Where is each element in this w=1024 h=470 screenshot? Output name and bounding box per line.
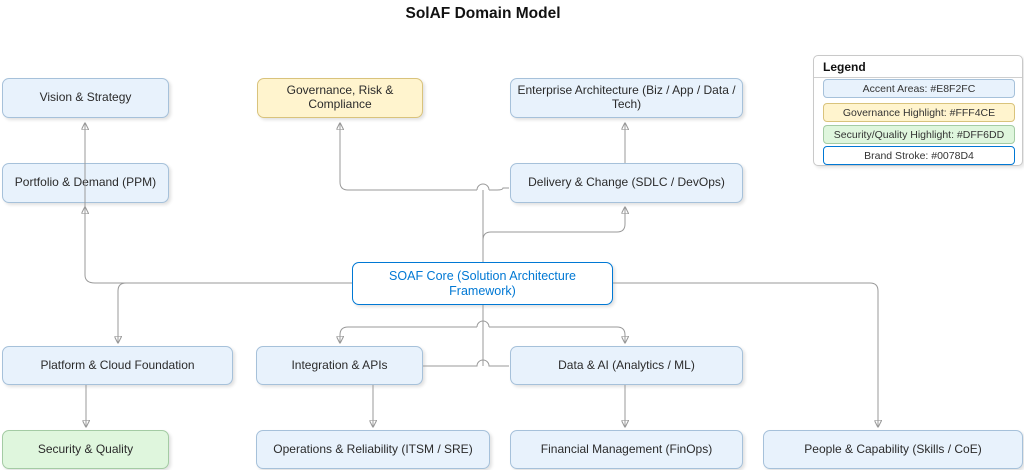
node-operations-reliability[interactable]: Operations & Reliability (ITSM / SRE)	[256, 430, 490, 469]
legend-swatch-label: Accent Areas: #E8F2FC	[862, 82, 976, 95]
node-financial-management[interactable]: Financial Management (FinOps)	[510, 430, 743, 469]
node-platform-cloud-foundation[interactable]: Platform & Cloud Foundation	[2, 346, 233, 385]
legend-swatch-governance[interactable]: Governance Highlight: #FFF4CE	[823, 103, 1015, 122]
node-label: Operations & Reliability (ITSM / SRE)	[273, 441, 473, 456]
edge-core-delivery-left	[489, 187, 509, 191]
node-label: Data & AI (Analytics / ML)	[558, 357, 695, 372]
node-label: People & Capability (Skills / CoE)	[804, 441, 982, 456]
node-security-quality[interactable]: Security & Quality	[2, 430, 169, 469]
legend-swatch-security-quality[interactable]: Security/Quality Highlight: #DFF6DD	[823, 125, 1015, 144]
node-label: Enterprise Architecture (Biz / App / Dat…	[517, 83, 736, 111]
edge-jump-327	[476, 320, 490, 328]
node-portfolio-demand[interactable]: Portfolio & Demand (PPM)	[2, 163, 169, 203]
node-label: Financial Management (FinOps)	[540, 441, 713, 456]
edge-core-vision	[85, 123, 352, 284]
node-vision-strategy[interactable]: Vision & Strategy	[2, 78, 169, 118]
edge-core-platform	[118, 282, 352, 343]
node-soaf-core[interactable]: SOAF Core (Solution Architecture Framewo…	[352, 262, 613, 305]
legend-swatch-brand-stroke[interactable]: Brand Stroke: #0078D4	[823, 146, 1015, 165]
edge-core-grc	[340, 123, 477, 191]
legend-title: Legend	[814, 56, 1022, 78]
node-data-ai[interactable]: Data & AI (Analytics / ML)	[510, 346, 743, 385]
edge-core-integration	[340, 326, 477, 343]
legend-swatch-accent[interactable]: Accent Areas: #E8F2FC	[823, 79, 1015, 98]
node-label: Vision & Strategy	[39, 90, 132, 105]
node-enterprise-architecture[interactable]: Enterprise Architecture (Biz / App / Dat…	[510, 78, 743, 118]
node-governance-risk-compliance[interactable]: Governance, Risk & Compliance	[257, 78, 423, 118]
node-label: Platform & Cloud Foundation	[40, 357, 195, 372]
node-label: Portfolio & Demand (PPM)	[14, 175, 157, 190]
edge-core-delivery-bottom	[482, 207, 625, 241]
node-label: SOAF Core (Solution Architecture Framewo…	[389, 269, 576, 298]
legend[interactable]: Legend Accent Areas: #E8F2FC Governance …	[813, 55, 1023, 166]
legend-swatch-label: Brand Stroke: #0078D4	[864, 149, 974, 162]
node-label: Delivery & Change (SDLC / DevOps)	[528, 175, 725, 190]
edge-core-dataai	[489, 326, 625, 343]
edge-jump-190	[476, 183, 490, 191]
node-integration-apis[interactable]: Integration & APIs	[256, 346, 423, 385]
node-people-capability[interactable]: People & Capability (Skills / CoE)	[763, 430, 1023, 469]
legend-swatch-label: Security/Quality Highlight: #DFF6DD	[833, 128, 1005, 141]
node-label: Security & Quality	[37, 441, 134, 456]
node-delivery-change[interactable]: Delivery & Change (SDLC / DevOps)	[510, 163, 743, 203]
edge-integration-dataai	[423, 359, 509, 367]
legend-swatch-label: Governance Highlight: #FFF4CE	[842, 106, 996, 119]
diagram-title: SolAF Domain Model	[405, 5, 561, 22]
node-label: Integration & APIs	[291, 357, 388, 372]
node-label: Governance, Risk & Compliance	[286, 83, 394, 111]
